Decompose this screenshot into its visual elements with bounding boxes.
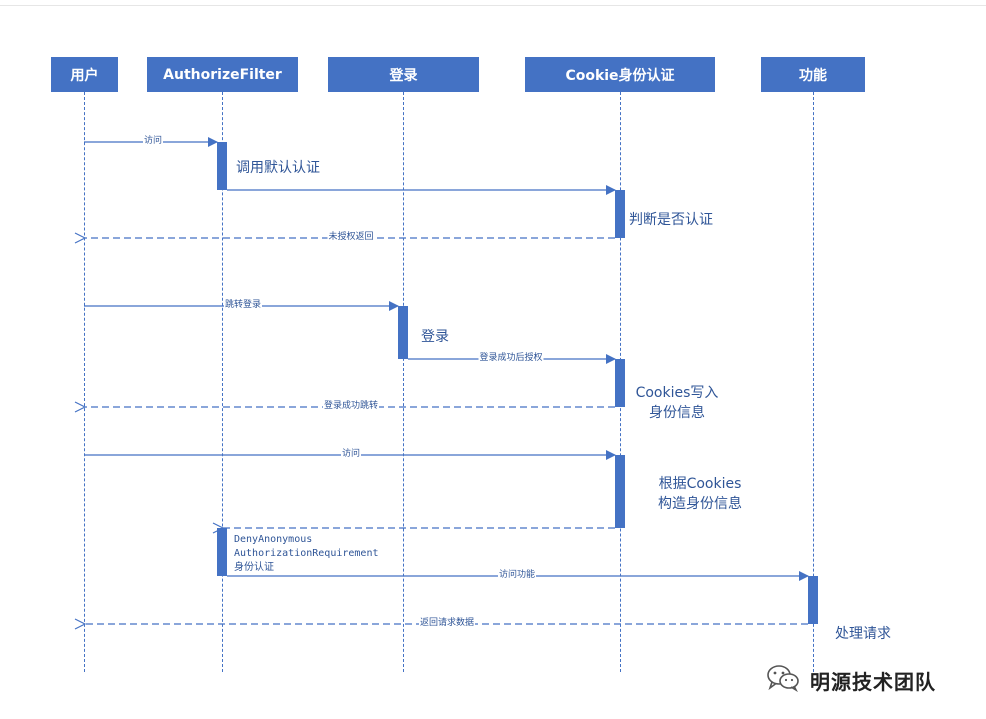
message-label-redirect-login: 跳转登录 <box>223 300 263 311</box>
message-label-login-success-redirect: 登录成功跳转 <box>322 401 380 412</box>
participant-login: 登录 <box>328 57 479 92</box>
activation-login-1 <box>398 306 408 359</box>
note-deny-line1: DenyAnonymous <box>234 534 313 545</box>
top-divider <box>0 5 986 6</box>
note-build-identity: 根据Cookies 构造身份信息 <box>648 474 752 514</box>
note-build-identity-line1: 根据Cookies <box>658 476 742 492</box>
lifeline-login <box>403 92 404 672</box>
participant-cookie-auth: Cookie身份认证 <box>525 57 715 92</box>
note-judge-auth: 判断是否认证 <box>629 212 713 228</box>
message-label-access-feature: 访问功能 <box>497 570 537 581</box>
watermark-text: 明源技术团队 <box>810 670 936 694</box>
note-deny-line2: AuthorizationRequirement <box>234 548 379 559</box>
message-label-return-data: 返回请求数据 <box>418 618 476 629</box>
activation-cookie-1 <box>615 190 625 238</box>
participant-feature: 功能 <box>761 57 865 92</box>
lifeline-authorize-filter <box>222 92 223 672</box>
participant-user: 用户 <box>51 57 118 92</box>
note-call-default-auth: 调用默认认证 <box>236 160 320 176</box>
note-cookies-write: Cookies写入 身份信息 <box>632 383 722 423</box>
lifeline-user <box>84 92 85 672</box>
activation-filter-2 <box>217 528 227 576</box>
message-label-unauthorized-return: 未授权返回 <box>327 232 375 243</box>
message-label-access-1: 访问 <box>142 136 164 147</box>
lifeline-feature <box>813 92 814 672</box>
activation-cookie-2 <box>615 359 625 407</box>
activation-cookie-3 <box>615 455 625 528</box>
note-cookies-write-line2: 身份信息 <box>649 405 705 421</box>
note-build-identity-line2: 构造身份信息 <box>658 496 742 512</box>
message-label-access-2: 访问 <box>340 449 362 460</box>
wechat-icon <box>766 664 800 697</box>
message-label-grant-after-login: 登录成功后授权 <box>478 353 544 364</box>
note-cookies-write-line1: Cookies写入 <box>635 385 719 401</box>
note-deny-line3: 身份认证 <box>234 562 274 573</box>
watermark: 明源技术团队 <box>766 664 936 697</box>
note-login: 登录 <box>421 329 449 345</box>
note-deny-anonymous: DenyAnonymous AuthorizationRequirement 身… <box>234 533 379 575</box>
note-process-request: 处理请求 <box>835 626 891 642</box>
participant-authorize-filter: AuthorizeFilter <box>147 57 298 92</box>
activation-feature-1 <box>808 576 818 624</box>
activation-filter-1 <box>217 142 227 190</box>
